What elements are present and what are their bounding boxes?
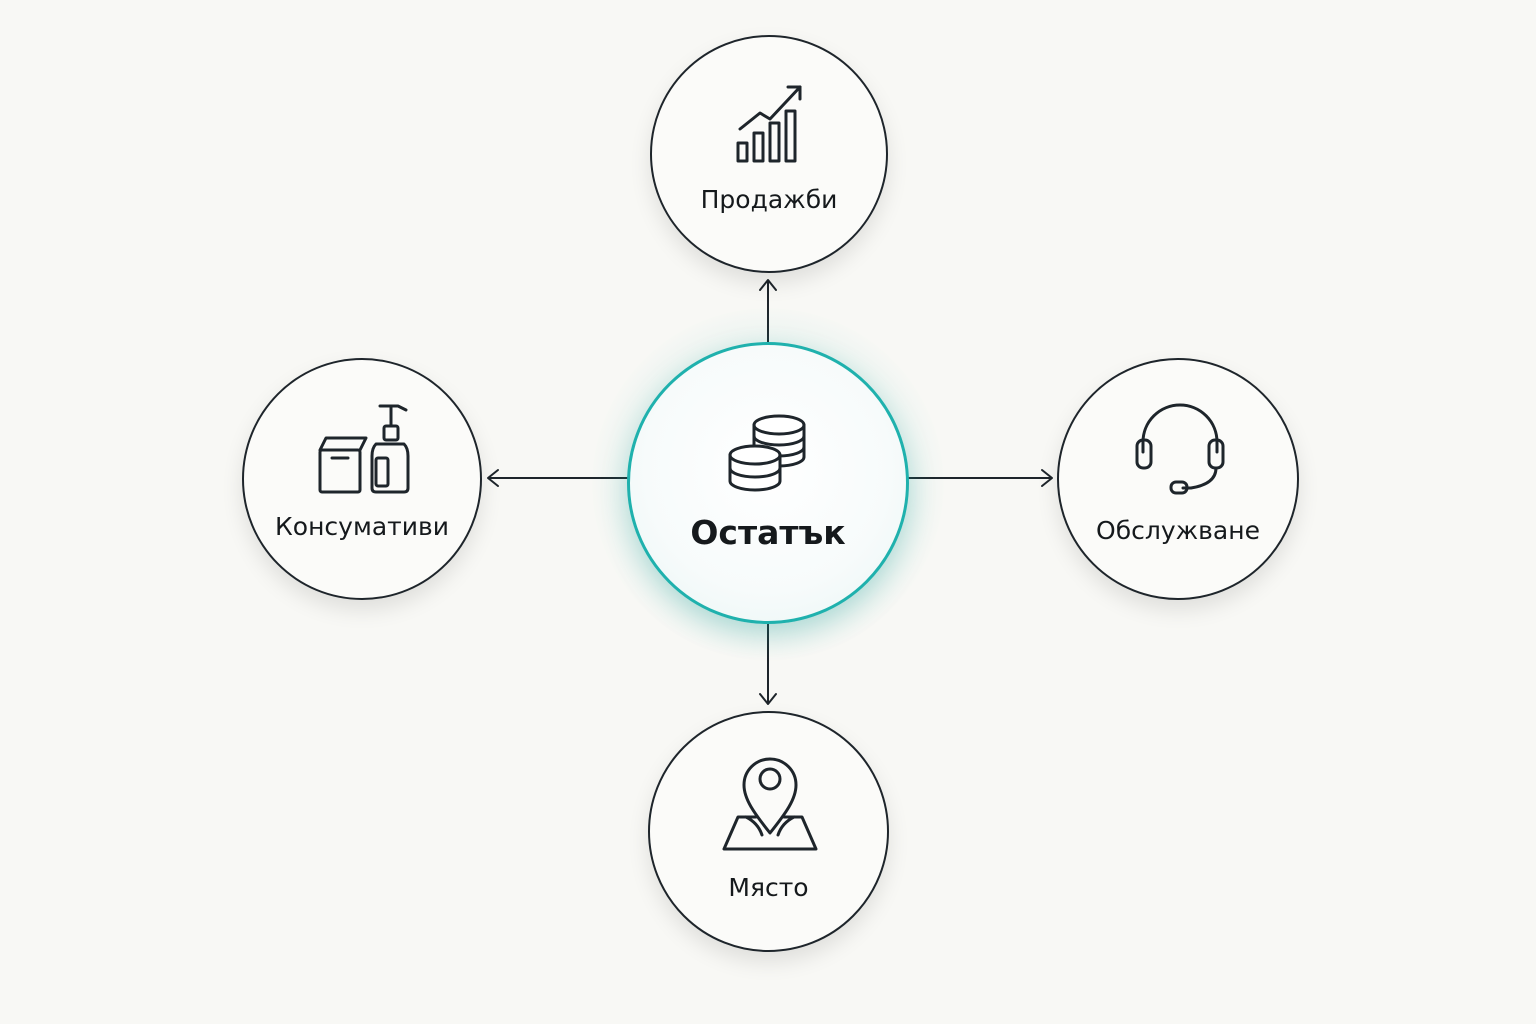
- node-label-consumables: Консумативи: [275, 512, 449, 541]
- growth-chart-icon: [736, 85, 802, 163]
- arrowhead-right: [1041, 469, 1053, 487]
- arrowhead-left: [487, 469, 499, 487]
- headset-icon: [1135, 403, 1225, 495]
- node-label-sales: Продажби: [700, 185, 838, 214]
- arrowhead-top: [759, 279, 777, 291]
- arrowhead-bottom: [759, 693, 777, 705]
- node-remainder[interactable]: Остатък: [627, 342, 909, 624]
- map-pin-icon: [722, 757, 818, 851]
- node-location[interactable]: Място: [648, 711, 889, 952]
- box-bottle-icon: [318, 404, 410, 494]
- node-label-service: Обслужване: [1096, 516, 1260, 545]
- node-sales[interactable]: Продажби: [650, 35, 888, 273]
- node-label-remainder: Остатък: [690, 513, 846, 552]
- node-service[interactable]: Обслужване: [1057, 358, 1299, 600]
- node-label-location: Място: [728, 873, 809, 902]
- node-consumables[interactable]: Консумативи: [242, 358, 482, 600]
- coins-icon: [728, 414, 806, 492]
